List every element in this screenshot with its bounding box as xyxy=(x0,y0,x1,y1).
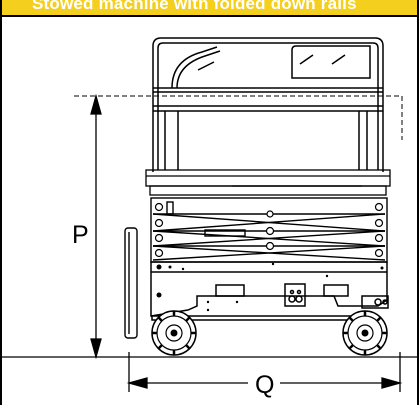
length-dimension-arrow xyxy=(126,352,403,392)
scissor-pins xyxy=(154,202,384,258)
entry-ladder xyxy=(124,227,138,339)
height-dimension-arrow xyxy=(90,93,102,360)
header-title: Stowed machine with folded down rails xyxy=(32,0,357,13)
front-wheel xyxy=(151,310,197,356)
guard-rail-frame xyxy=(152,37,384,172)
rear-wheel xyxy=(342,310,388,356)
header-bar: Stowed machine with folded down rails xyxy=(2,0,417,17)
stowed-height-dashed-line xyxy=(74,95,403,140)
length-dimension-label: Q xyxy=(255,371,274,399)
height-dimension-label: P xyxy=(72,221,89,249)
chassis-rivets xyxy=(156,262,384,312)
platform-deck xyxy=(145,169,391,196)
chassis xyxy=(150,261,389,321)
